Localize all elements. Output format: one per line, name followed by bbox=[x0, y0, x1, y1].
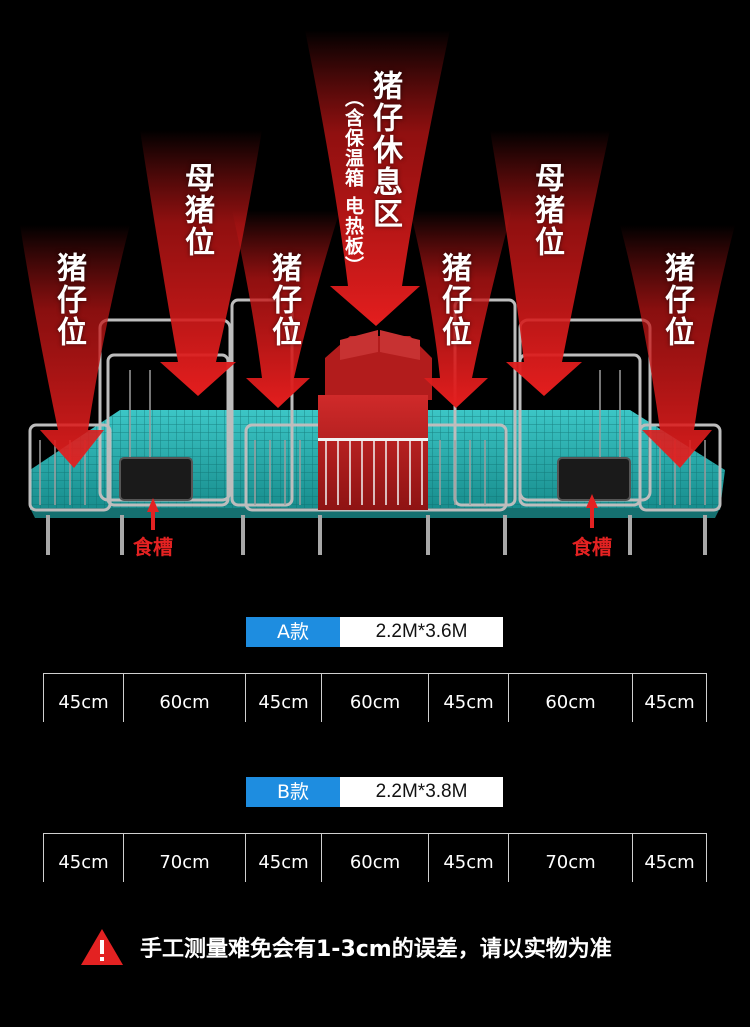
spec-a-dim-3: 45cm bbox=[245, 674, 321, 722]
spec-a-dim-4: 60cm bbox=[321, 674, 428, 722]
spec-a-size: 2.2M*3.6M bbox=[340, 617, 503, 647]
zone-label-right-piglet: 猪仔位 bbox=[659, 252, 694, 348]
spec-a-tag: A款 bbox=[246, 617, 340, 647]
spec-b-size: 2.2M*3.8M bbox=[340, 777, 503, 807]
spec-b-dimension-row: 45cm 70cm 45cm 60cm 45cm 70cm 45cm bbox=[43, 833, 707, 882]
spec-a-dim-1: 45cm bbox=[43, 674, 123, 722]
zone-label-left-sow: 母猪位 bbox=[179, 162, 214, 258]
spec-a-dim-2: 60cm bbox=[123, 674, 245, 722]
spec-a-dimension-row: 45cm 60cm 45cm 60cm 45cm 60cm 45cm bbox=[43, 673, 707, 722]
spec-b-dim-3: 45cm bbox=[245, 834, 321, 882]
trough-label-right: 食槽 bbox=[572, 535, 612, 559]
spec-b-tag: B款 bbox=[246, 777, 340, 807]
spec-a-dim-7: 45cm bbox=[632, 674, 707, 722]
spec-b-header: B款 2.2M*3.8M bbox=[246, 777, 503, 807]
spec-b-dim-4: 60cm bbox=[321, 834, 428, 882]
measurement-notice: 手工测量难免会有1-3cm的误差，请以实物为准 bbox=[80, 928, 612, 966]
spec-b-dim-6: 70cm bbox=[508, 834, 632, 882]
warning-icon bbox=[81, 929, 123, 965]
zone-sublabel-rest-area: （含保温箱 电热板） bbox=[342, 88, 364, 276]
spec-a-header: A款 2.2M*3.6M bbox=[246, 617, 503, 647]
spec-a-dim-5: 45cm bbox=[428, 674, 508, 722]
zone-label-left-center-piglet: 猪仔位 bbox=[266, 252, 301, 348]
zone-label-rest-area: 猪仔休息区 bbox=[367, 70, 402, 230]
spec-b-dim-7: 45cm bbox=[632, 834, 707, 882]
zone-label-left-piglet: 猪仔位 bbox=[51, 252, 86, 348]
spec-b-dim-2: 70cm bbox=[123, 834, 245, 882]
spec-b-dim-1: 45cm bbox=[43, 834, 123, 882]
spec-b-dim-5: 45cm bbox=[428, 834, 508, 882]
zone-label-right-center-piglet: 猪仔位 bbox=[436, 252, 471, 348]
trough-label-left: 食槽 bbox=[133, 535, 173, 559]
zone-label-right-sow: 母猪位 bbox=[529, 162, 564, 258]
spec-a-dim-6: 60cm bbox=[508, 674, 632, 722]
notice-text: 手工测量难免会有1-3cm的误差，请以实物为准 bbox=[140, 937, 612, 962]
product-illustration bbox=[20, 30, 735, 555]
